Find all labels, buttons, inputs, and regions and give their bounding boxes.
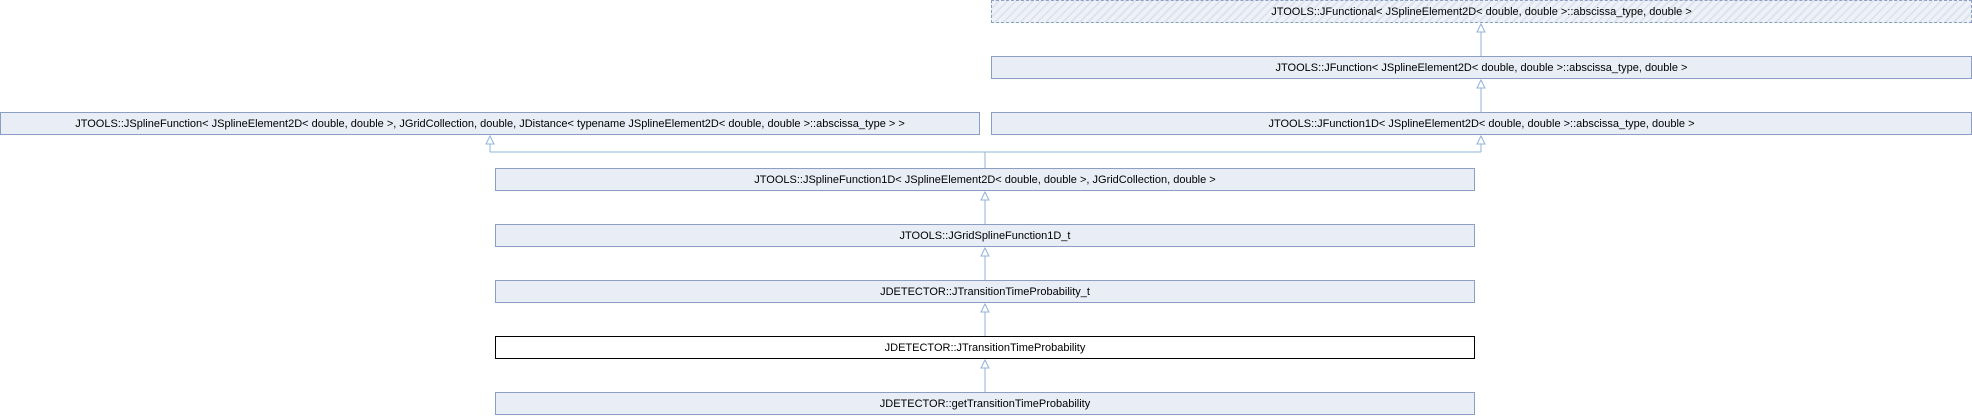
node-jtransitiontimeprobability-t[interactable]: JDETECTOR::JTransitionTimeProbability_t [495, 280, 1475, 303]
arrowhead-jsplinefunction1d [980, 190, 990, 201]
arrowhead-jsplinefunction [485, 134, 495, 145]
arrowhead-jfunction [1476, 78, 1486, 89]
node-jfunction1d[interactable]: JTOOLS::JFunction1D< JSplineElement2D< d… [991, 112, 1972, 135]
node-jfunction[interactable]: JTOOLS::JFunction< JSplineElement2D< dou… [991, 56, 1972, 79]
arrowhead-jfunctional [1476, 22, 1486, 33]
arrowhead-jtransitiontimeprobability-t [980, 302, 990, 313]
node-jsplinefunction[interactable]: JTOOLS::JSplineFunction< JSplineElement2… [0, 112, 980, 135]
node-jtransitiontimeprobability: JDETECTOR::JTransitionTimeProbability [495, 336, 1475, 359]
node-jfunctional[interactable]: JTOOLS::JFunctional< JSplineElement2D< d… [991, 0, 1972, 23]
node-gettransitiontimeprobability[interactable]: JDETECTOR::getTransitionTimeProbability [495, 392, 1475, 415]
node-jsplinefunction1d[interactable]: JTOOLS::JSplineFunction1D< JSplineElemen… [495, 168, 1475, 191]
arrowhead-jtransitiontimeprobability [980, 358, 990, 369]
node-jgridsplinefunction1d-t[interactable]: JTOOLS::JGridSplineFunction1D_t [495, 224, 1475, 247]
arrowhead-jgridsplinefunction1d [980, 246, 990, 257]
arrowhead-jfunction1d [1476, 134, 1486, 145]
